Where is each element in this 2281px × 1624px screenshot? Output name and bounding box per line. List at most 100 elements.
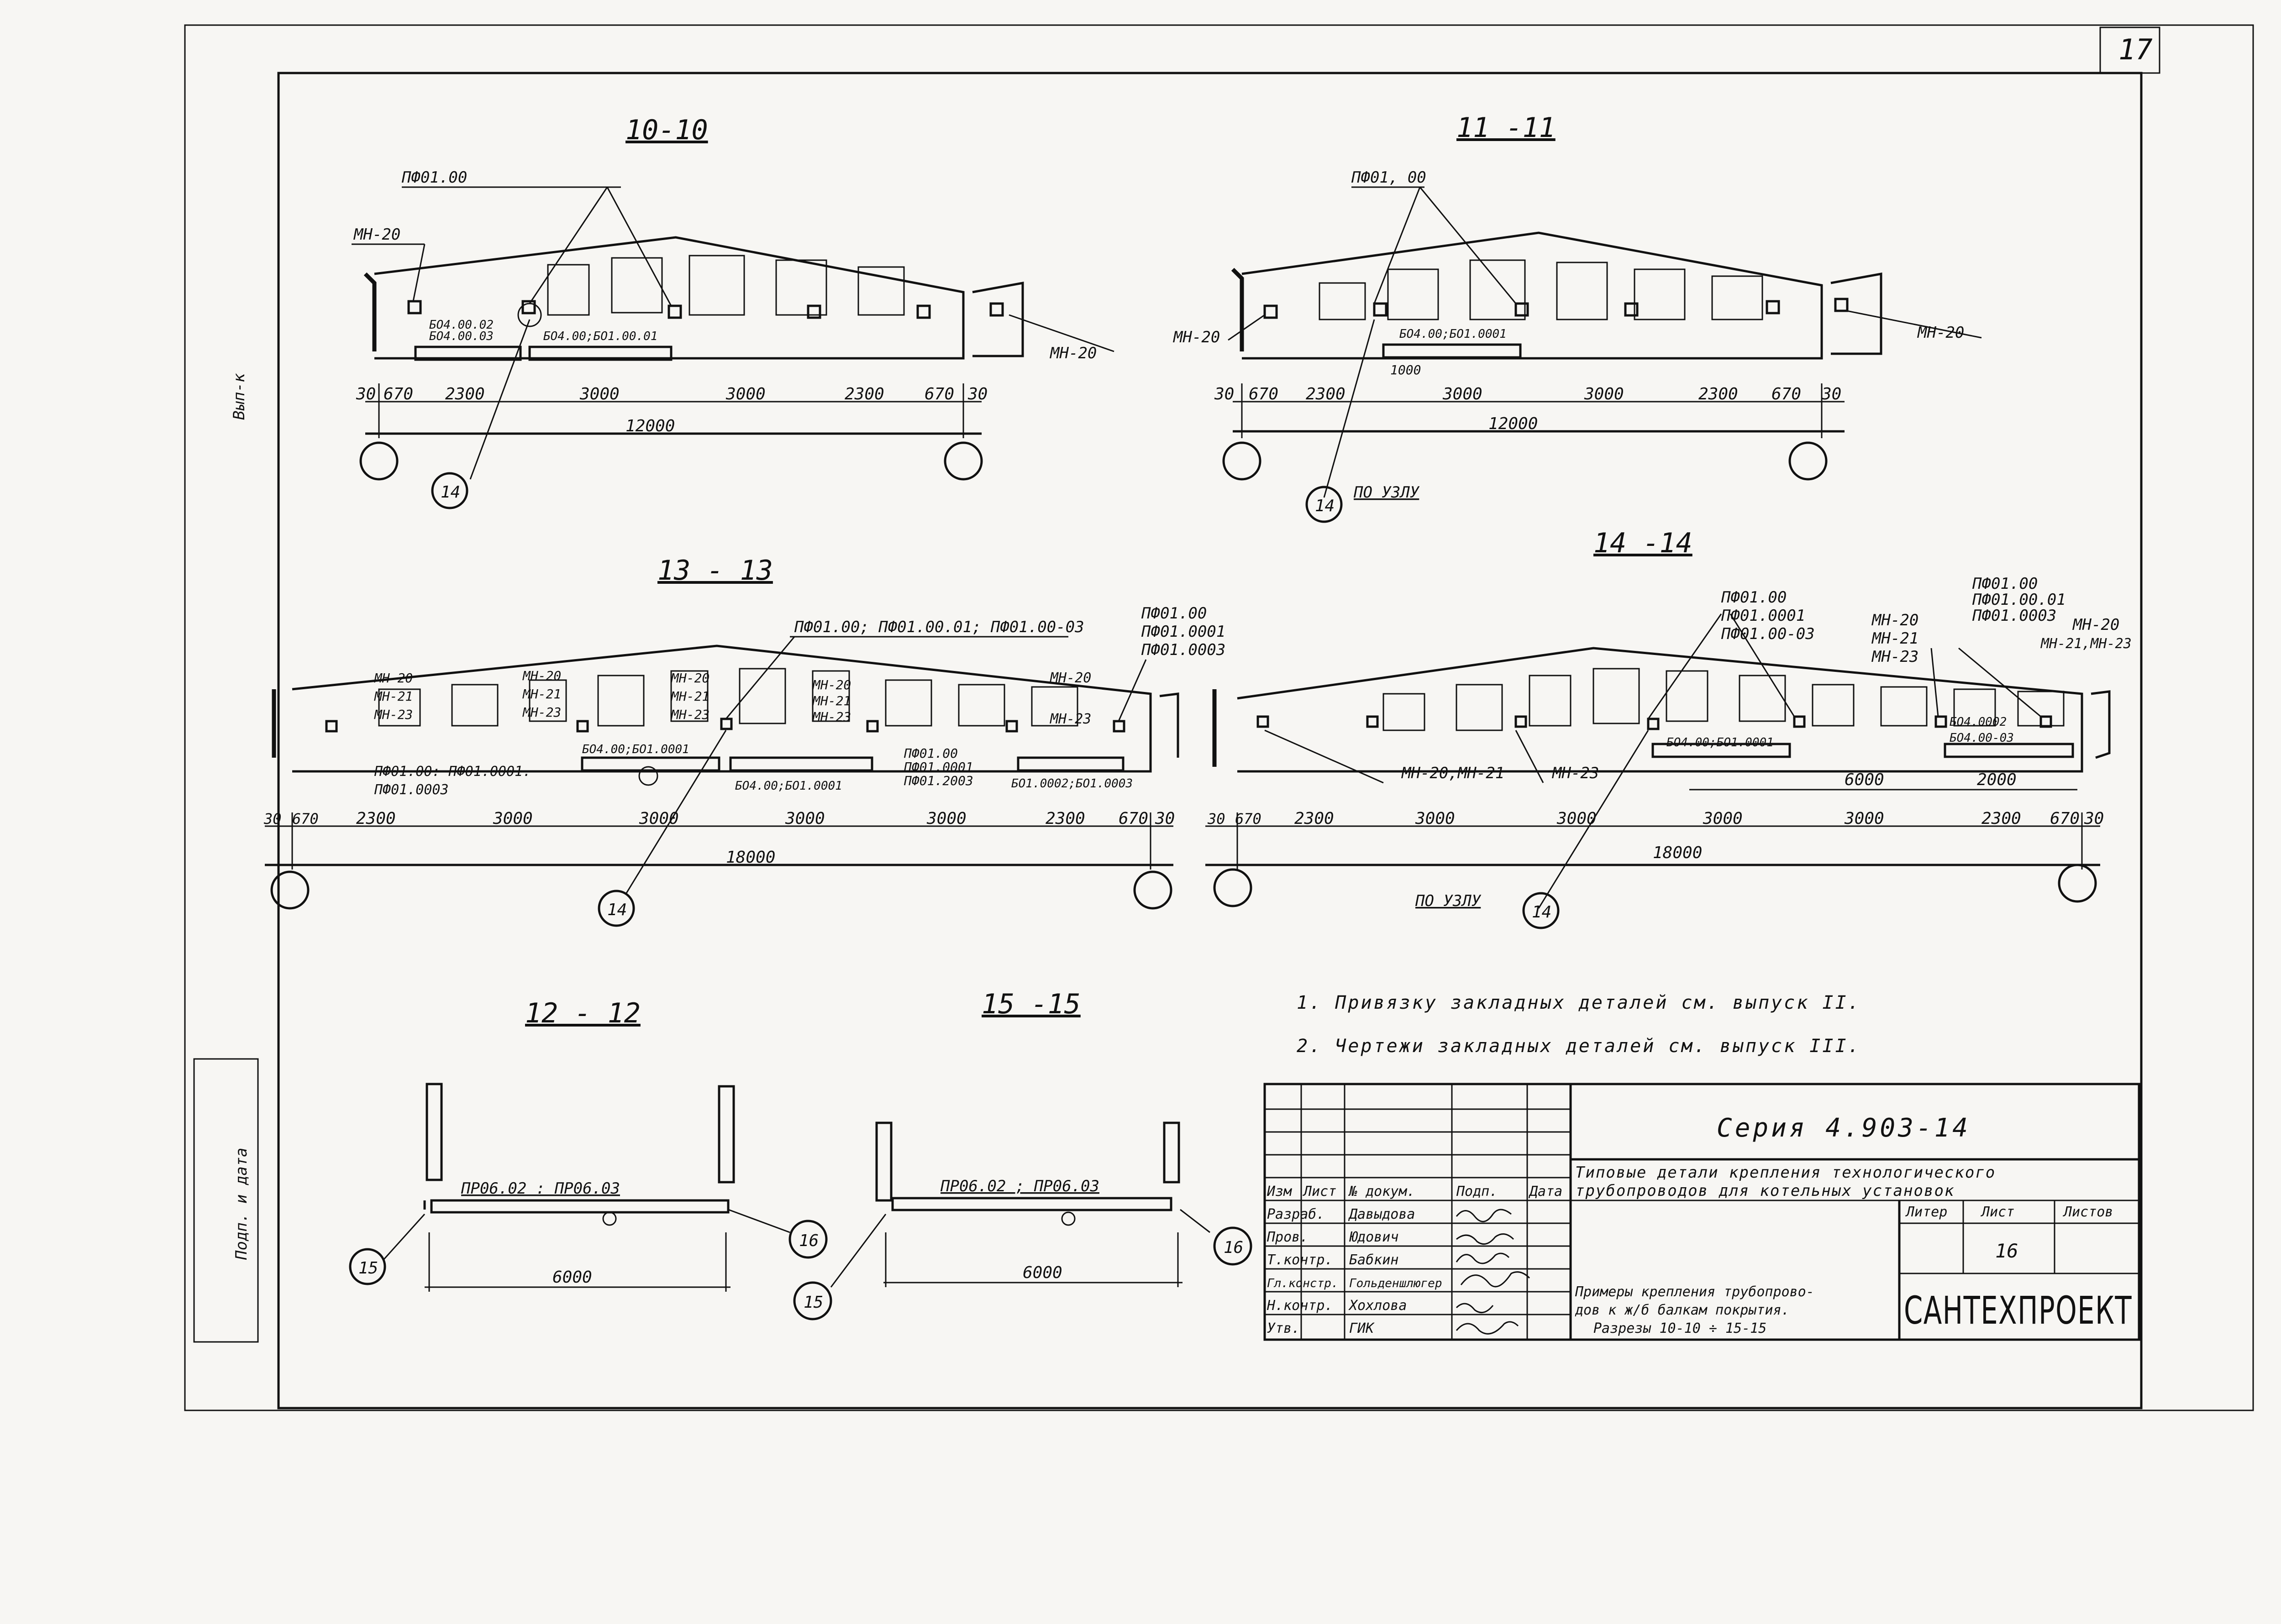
axis-bubble (2058, 864, 2097, 903)
dim: 3000 (1442, 385, 1482, 403)
callout: ПФ01.00.01 (1972, 591, 2066, 609)
callout: МН-21 (522, 686, 561, 702)
dim: 670 (1249, 385, 1278, 403)
sheet-title-3: Разрезы 10-10 ÷ 15-15 (1593, 1320, 1766, 1336)
sheet-index: 16 (1995, 1240, 2018, 1262)
callout: МН-20 (812, 677, 851, 692)
callout: МН-20 (1173, 328, 1220, 346)
section-title: 14 -14 (1593, 527, 1692, 559)
dim: 30 (1207, 810, 1225, 828)
note-1: 1. Привязку закладных деталей см. выпуск… (1297, 992, 1861, 1013)
node-number: 14 (1532, 903, 1551, 922)
axis-bubble (1222, 441, 1261, 481)
callout: ПФ01, 00 (1351, 168, 1426, 187)
dim: 3000 (1844, 809, 1884, 828)
margin-label-2: Подп. и дата (232, 1147, 251, 1260)
dim-total: 12000 (1488, 414, 1538, 433)
callout: ПФ01.00 (1141, 604, 1207, 623)
margin-stamp (193, 1058, 259, 1343)
callout: ПФ01.0001 (1721, 607, 1805, 625)
node-number: 14 (441, 483, 460, 502)
dim: 3000 (1415, 809, 1455, 828)
callout: МН-21,МН-23 (2040, 636, 2132, 652)
dim: 30 (263, 810, 282, 828)
node-number: 15 (804, 1293, 823, 1312)
callout: 6000 (1845, 770, 1884, 789)
dim: 2300 (356, 809, 396, 828)
axis-bubble (1133, 870, 1172, 910)
dim: 6000 (552, 1268, 592, 1287)
callout: БО1.0002;БО1.0003 (1011, 777, 1133, 791)
axis-bubble (1788, 441, 1828, 481)
callout: МН-20 (1917, 324, 1964, 342)
axis-bubble (944, 441, 983, 481)
callout: ПФ01.0003 (1972, 607, 2056, 625)
callout: МН-20,МН-21 (1401, 764, 1504, 782)
sig-name: Юдович (1349, 1229, 1398, 1245)
org-logo: САНТЕХПРОЕКТ (1904, 1288, 2132, 1333)
dim-total: 12000 (625, 417, 675, 435)
callout: МН-20 (1871, 611, 1918, 629)
dim: 670 (384, 385, 413, 403)
col-header: Изм (1267, 1184, 1292, 1200)
node-number: 14 (607, 901, 627, 919)
callout: МН-20 (1050, 670, 1091, 686)
dim: 6000 (1023, 1263, 1062, 1282)
dim: 670 (1235, 810, 1261, 828)
doc-title-2: трубопроводов для котельных установок (1575, 1182, 1955, 1200)
section-15-15: 15 -15 ПР06.02 ; ПР06.03 6000 15 16 (793, 988, 1252, 1320)
callout: БО4.00;БО1.0001 (1399, 327, 1507, 341)
sheet-title-1: Примеры крепления трубопрово- (1575, 1284, 1814, 1300)
node-bubble (431, 472, 468, 509)
signature (1456, 1233, 1514, 1245)
sig-role: Гл.констр. (1267, 1277, 1339, 1290)
callout: МН-23 (374, 707, 413, 722)
dim: 3000 (1556, 809, 1597, 828)
section-13-13: 13 - 13 ПФ01.00; ПФ01.00.01; ПФ01.00-03 … (263, 555, 1225, 927)
dim: 30 (967, 385, 988, 403)
dim: 3000 (785, 809, 825, 828)
dim: 670 (1119, 809, 1148, 828)
outer-border (184, 24, 2254, 1411)
callout: ПФ01.00: ПФ01.0001. (374, 764, 531, 780)
callout: БО4.00.02 (429, 318, 494, 332)
callout: 1000 (1390, 362, 1421, 377)
doc-title-1: Типовые детали крепления технологическог… (1575, 1163, 1996, 1182)
dim: 2300 (1046, 809, 1085, 828)
beam-label: ПР06.02 : ПР06.03 (461, 1179, 620, 1198)
section-12-12: 12 - 12 ПР06.02 : ПР06.03 6000 15 16 (349, 997, 828, 1292)
dim: 30 (1155, 809, 1175, 828)
callout: ПФ01.00-03 (1721, 625, 1815, 643)
node-number: 14 (1315, 497, 1335, 515)
node-bubble (788, 1220, 828, 1259)
node-bubble (1213, 1226, 1252, 1266)
section-10-10: 10-10 ПФ01.00 МН-20 МН-20 БО4.00.02 БО4.… (352, 114, 1114, 509)
sheet-number: 17 (2118, 33, 2153, 66)
col-header: Дата (1528, 1184, 1562, 1200)
sig-role: Т.контр. (1267, 1252, 1333, 1268)
axis-bubble (270, 870, 310, 910)
sheet-title-2: дов к ж/б балкам покрытия. (1575, 1302, 1790, 1318)
frame-border (277, 72, 2143, 1409)
node-note: ПО УЗЛУ (1415, 892, 1482, 910)
callout: МН-20 (2072, 616, 2119, 634)
callout: БО4.00;БО1.0001 (735, 779, 842, 793)
callout: МН-20 (1050, 344, 1097, 362)
section-title: 15 -15 (982, 988, 1081, 1020)
dim: 670 (292, 810, 319, 828)
dim: 2300 (445, 385, 485, 403)
dim: 30 (356, 385, 376, 403)
dim: 2300 (1981, 809, 2021, 828)
section-11-11: 11 -11 ПФ01, 00 МН-20 МН-20 БО4.00;БО1.0… (1173, 112, 1982, 523)
section-title: 11 -11 (1456, 112, 1556, 144)
dim: 670 (1771, 385, 1801, 403)
callout: ПФ01.00 (904, 746, 958, 761)
dim: 30 (1821, 385, 1841, 403)
dim: 3000 (725, 385, 766, 403)
callout: БО4.00.03 (429, 330, 494, 343)
callout: БО4.00;БО1.00.01 (543, 330, 657, 343)
callout: БО4.00;БО1.0001 (582, 743, 689, 756)
node-number: 16 (799, 1231, 819, 1250)
note-2: 2. Чертежи закладных деталей см. выпуск … (1297, 1036, 1861, 1057)
